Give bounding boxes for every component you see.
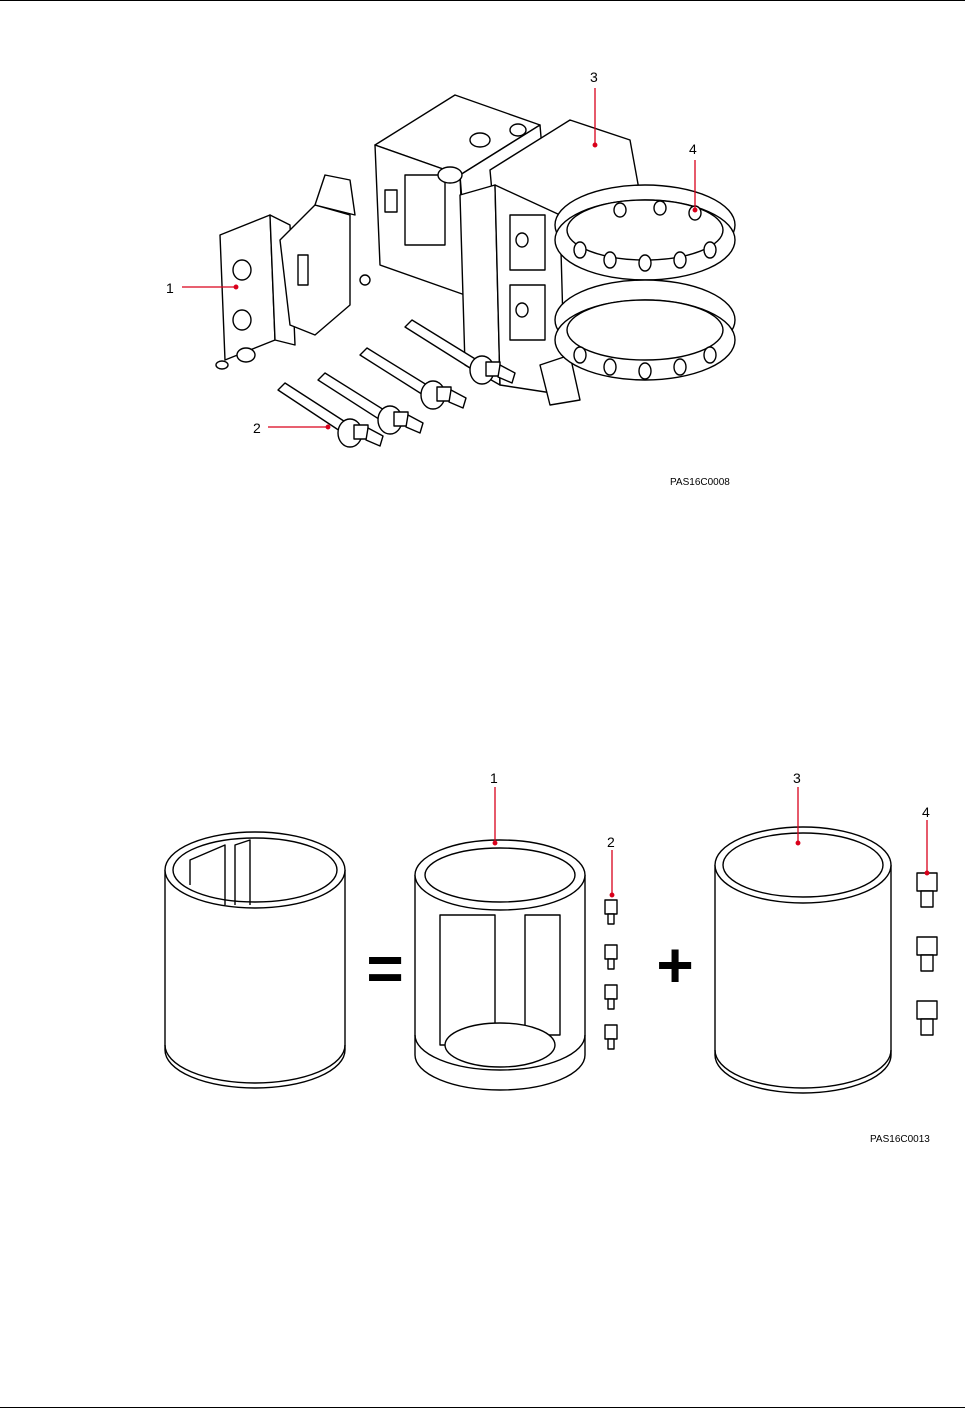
large-bolts bbox=[917, 873, 937, 1035]
plus-sign: + bbox=[656, 929, 693, 1001]
header-rule bbox=[0, 0, 965, 1]
small-screws bbox=[605, 900, 617, 1049]
figure-id: PAS16C0013 bbox=[870, 1134, 930, 1145]
equals-sign: = bbox=[366, 932, 403, 1004]
assembled-cylinder bbox=[165, 832, 345, 1088]
callout-2: 2 bbox=[253, 420, 261, 436]
callout-4: 4 bbox=[689, 141, 697, 157]
callout-3: 3 bbox=[793, 770, 801, 786]
callout-1: 1 bbox=[166, 280, 174, 296]
figure-id: PAS16C0008 bbox=[670, 477, 730, 488]
outer-cover bbox=[715, 827, 891, 1093]
small-bracket bbox=[216, 175, 370, 369]
callout-4: 4 bbox=[922, 804, 930, 820]
inner-frame bbox=[415, 840, 585, 1090]
callout-3: 3 bbox=[590, 69, 598, 85]
cylinder-assembly-figure: = + 1 2 3 4 PAS16C0013 bbox=[150, 765, 960, 1150]
callout-1: 1 bbox=[490, 770, 498, 786]
callout-2: 2 bbox=[607, 834, 615, 850]
footer-rule bbox=[0, 1407, 965, 1408]
hose-clamps bbox=[555, 185, 735, 380]
mounting-kit-figure: 1 2 3 4 PAS16C0008 bbox=[150, 65, 790, 500]
